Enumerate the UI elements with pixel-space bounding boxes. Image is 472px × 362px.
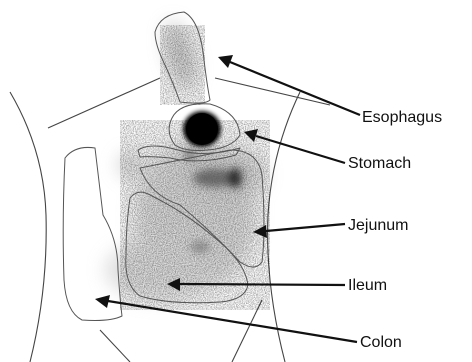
- stomach-hotspot: [186, 113, 218, 145]
- esophagus-arrow: [218, 55, 360, 115]
- body-left-contour: [10, 92, 46, 362]
- diaphragm-right-line: [215, 78, 330, 105]
- label-colon: Colon: [360, 334, 402, 351]
- label-esophagus: Esophagus: [362, 109, 442, 126]
- pelvis-left-line: [100, 330, 130, 362]
- organ-labels: Esophagus Stomach Jejunum Ileum Colon: [348, 109, 442, 351]
- tracer-uptake: [105, 19, 270, 310]
- body-right-contour: [268, 92, 300, 362]
- label-stomach: Stomach: [348, 155, 411, 172]
- label-jejunum: Jejunum: [348, 217, 408, 234]
- label-ileum: Ileum: [348, 277, 387, 294]
- colon-outline: [63, 147, 122, 320]
